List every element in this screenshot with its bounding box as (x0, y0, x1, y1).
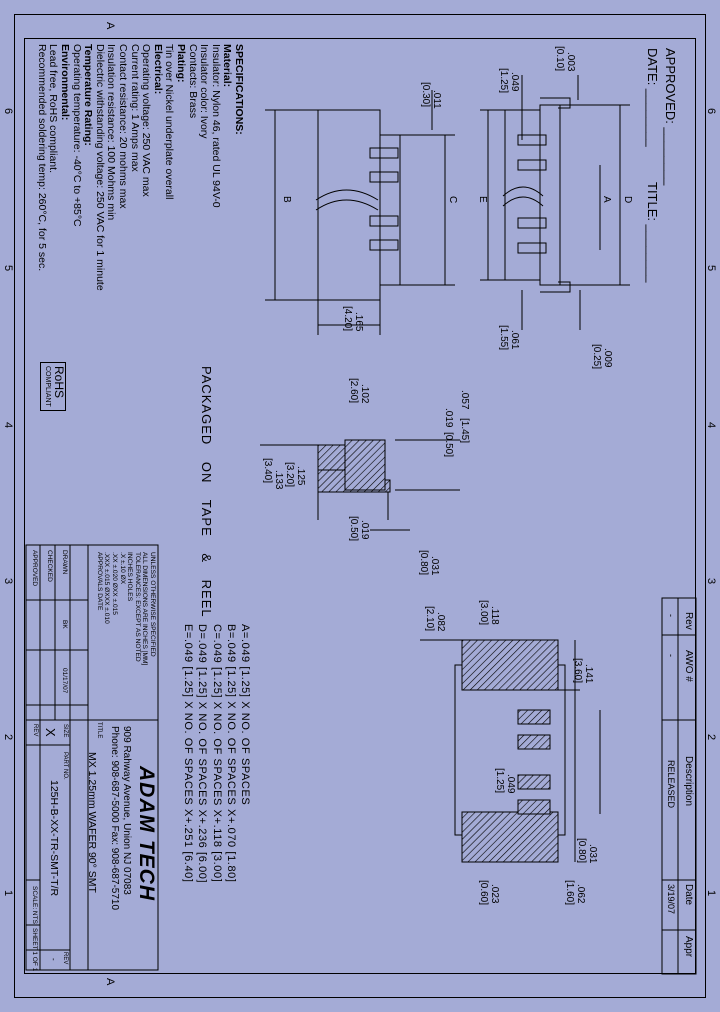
title-block-frame (25, 544, 159, 971)
scale-label: SCALE: NTS (31, 886, 38, 924)
revision-block-frame (661, 597, 697, 975)
appr-header: Appr (683, 936, 694, 958)
part-title: MX 1.25mm WAFER 90° SMT (86, 752, 98, 893)
dim-165-mm: [4.20] (342, 306, 353, 331)
approved-block-label: APPROVED (31, 550, 38, 587)
tolerance-block: UNLESS OTHERWISE SPECIFIED ALL DIMENSION… (95, 552, 156, 665)
dim-009: .009 (602, 348, 613, 368)
tolerance-line: .X ±.10 ØX (118, 552, 126, 585)
dim-082: .082 (435, 612, 446, 632)
dim-082-mm: [2.10] (424, 606, 435, 631)
title-field-label: TITLE (96, 722, 102, 739)
dim-102-mm: [2.60] (348, 378, 359, 403)
dim-133-mm: [3.40] (262, 458, 273, 483)
dimension-labels: .003 [0.10] .049 [1.25] .011 [0.30] .165… (262, 46, 633, 905)
dim-057: .057 (459, 390, 470, 410)
tolerance-line: INCHES HOLES (126, 552, 134, 602)
inner-border (24, 38, 696, 974)
date-header: Date (683, 884, 694, 906)
drawn-by: BK (61, 620, 68, 629)
dim-061-mm: [1.55] (498, 325, 509, 350)
dim-019b: .019 (359, 520, 370, 540)
dim-019a: .019 (443, 408, 454, 428)
company-name: ADAM TECH (135, 766, 158, 901)
checked-label: CHECKED (46, 550, 53, 582)
dim-049-mm: [1.25] (498, 68, 509, 93)
tolerance-line: .XX ±.020 ØXX ±.015 (111, 552, 119, 615)
tolerance-line: TOLERANCES: EXCEPT AS NOTED (133, 552, 141, 662)
dim-141: .141 (583, 664, 594, 684)
dim-118: .118 (489, 606, 500, 625)
dim-003: .003 (565, 52, 576, 72)
dim-165: .165 (353, 312, 364, 332)
dim-031b-mm: [0.80] (576, 838, 587, 863)
dim-023-mm: [0.60] (478, 880, 489, 905)
dim-023: .023 (489, 884, 500, 904)
outer-border (14, 14, 706, 998)
drawn-date: 01/17/07 (61, 668, 68, 694)
date-value: 3/19/07 (666, 884, 676, 915)
pcb-footprint (420, 639, 601, 863)
dim-049b-mm: [1.25] (494, 768, 505, 793)
tolerance-line: APPROVALS DATE (95, 552, 103, 611)
description-header: Description (683, 756, 694, 807)
dim-031a: .031 (429, 556, 440, 576)
dim-letter-c: C (447, 196, 458, 203)
tolerance-line: UNLESS OTHERWISE SPECIFIED (149, 552, 156, 657)
cross-section-view (260, 439, 460, 531)
drawn-label: DRAWN (61, 550, 68, 575)
top-view (480, 75, 630, 330)
dim-009-mm: [0.25] (591, 344, 602, 369)
dim-062-mm: [1.60] (564, 880, 575, 905)
dim-057-mm: [1.45] (459, 418, 470, 443)
dim-061: .061 (509, 330, 520, 350)
dim-letter-e: E (477, 196, 488, 203)
side-view (265, 90, 455, 335)
dim-003-mm: [0.10] (554, 46, 565, 71)
dim-011-mm: [0.30] (420, 82, 431, 107)
size-label: SIZE (62, 724, 68, 738)
dim-019b-mm: [0.50] (348, 516, 359, 541)
part-number: 125H-B-XX-TR-SMT-T/R (48, 780, 60, 897)
dim-031b: .031 (587, 844, 598, 864)
rev-field-value: - (49, 958, 58, 961)
dim-102: .102 (359, 384, 370, 404)
dim-049b: .049 (505, 774, 516, 794)
dim-letter-a-top: A (601, 196, 612, 203)
rev-value: - (666, 614, 676, 617)
tolerance-line: ALL DIMENSIONS ARE INCHES [MM] (141, 552, 149, 666)
awo-header: AWO # (683, 650, 694, 682)
dim-125-mm: [3.20] (284, 462, 295, 487)
rev-field-label: REV (62, 952, 68, 965)
dim-141-mm: [3.60] (572, 658, 583, 683)
dim-letter-b: B (281, 196, 292, 203)
dim-011: .011 (431, 90, 442, 109)
dim-125: .125 (295, 466, 306, 486)
company-phone: Phone: 908-687-5000 Fax: 908-687-5710 (109, 726, 120, 911)
dim-019a-mm: [0.50] (443, 432, 454, 457)
size-value: X (43, 728, 58, 737)
part-no-label: PART NO. (62, 752, 68, 780)
dim-118-mm: [3.00] (478, 600, 489, 625)
description-value: RELEASED (666, 760, 676, 809)
awo-value: - (666, 654, 676, 657)
dim-031a-mm: [0.80] (418, 550, 429, 575)
rev-row-label: REV (32, 724, 38, 737)
dim-049: .049 (509, 72, 520, 92)
dim-062: .062 (575, 884, 586, 904)
company-address: 909 Rahway Avenue, Union NJ 07083 (121, 726, 132, 895)
dim-letter-d: D (622, 196, 633, 203)
sheet-label: SHEET 1 OF 1 (31, 928, 38, 972)
dim-133: .133 (273, 470, 284, 490)
tolerance-line: .XXX ±.015 ØXXX ±.010 (103, 552, 111, 624)
rev-header: Rev (683, 612, 694, 630)
